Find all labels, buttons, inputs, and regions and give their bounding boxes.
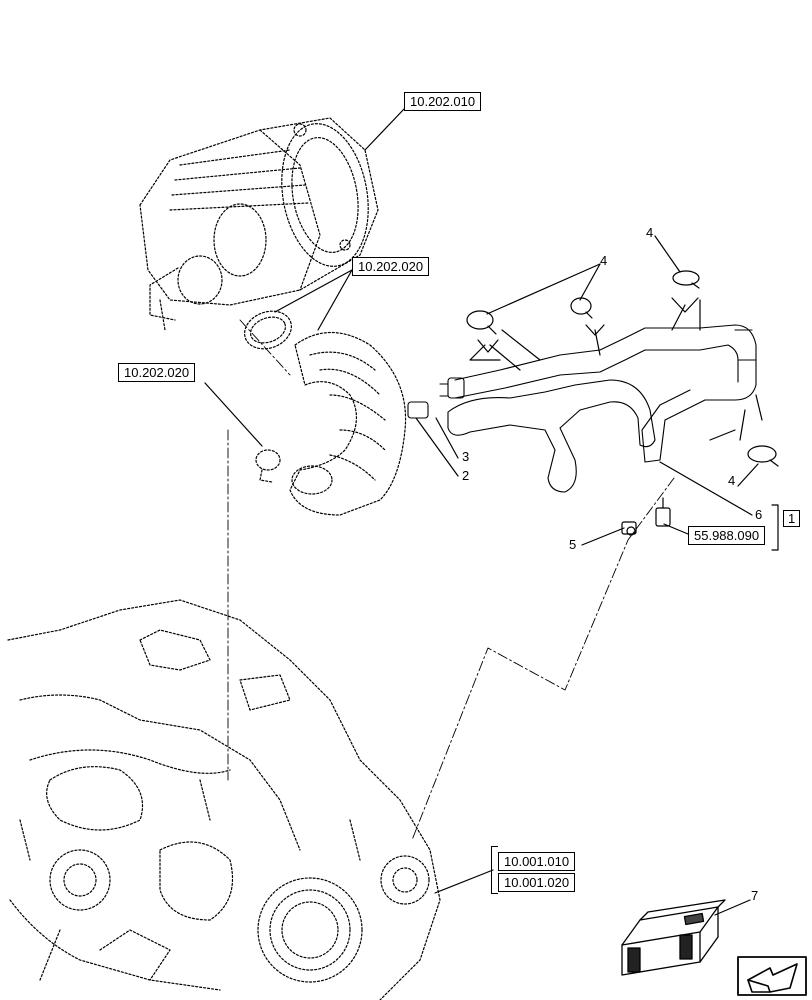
- callout-4-mid: 4: [600, 253, 608, 268]
- clamp-item-4-a: [466, 310, 497, 335]
- sensor-item-5: [621, 521, 637, 536]
- clamp-left: [255, 449, 281, 483]
- clamp-upper: [244, 310, 292, 350]
- ref-air-cleaner[interactable]: 10.202.010: [404, 92, 482, 111]
- group-bracket: [771, 504, 779, 551]
- callout-4-top: 4: [646, 225, 654, 240]
- callout-5: 5: [569, 537, 577, 552]
- group-callout-1[interactable]: 1: [783, 510, 801, 527]
- intake-hose: [289, 331, 407, 516]
- clamp-item-4-c: [672, 270, 700, 289]
- navigation-arrow-icon[interactable]: [737, 956, 807, 996]
- kit-box-icon: [621, 899, 726, 976]
- ref-hose-upper[interactable]: 10.202.020: [352, 257, 430, 276]
- ref-engine-2[interactable]: 10.001.020: [498, 873, 576, 892]
- clamp-item-4-d: [747, 445, 779, 467]
- leader-lines: [204, 107, 763, 916]
- air-cleaner-drawing: [139, 117, 379, 331]
- connector-sensor: [655, 497, 671, 527]
- engine-drawing: [7, 599, 441, 1000]
- clamp-item-4-b: [570, 297, 593, 319]
- callout-6: 6: [755, 507, 763, 522]
- callout-7: 7: [751, 888, 759, 903]
- callout-4-right: 4: [728, 473, 736, 488]
- ref-sensor[interactable]: 55.988.090: [688, 526, 766, 545]
- callout-3: 3: [462, 449, 470, 464]
- breather-pipe: [407, 324, 757, 493]
- callout-2: 2: [462, 468, 470, 483]
- ref-hose-left[interactable]: 10.202.020: [118, 363, 196, 382]
- ref-engine-1[interactable]: 10.001.010: [498, 852, 576, 871]
- engine-ref-bracket: [491, 846, 498, 894]
- assembly-lines: [227, 319, 675, 841]
